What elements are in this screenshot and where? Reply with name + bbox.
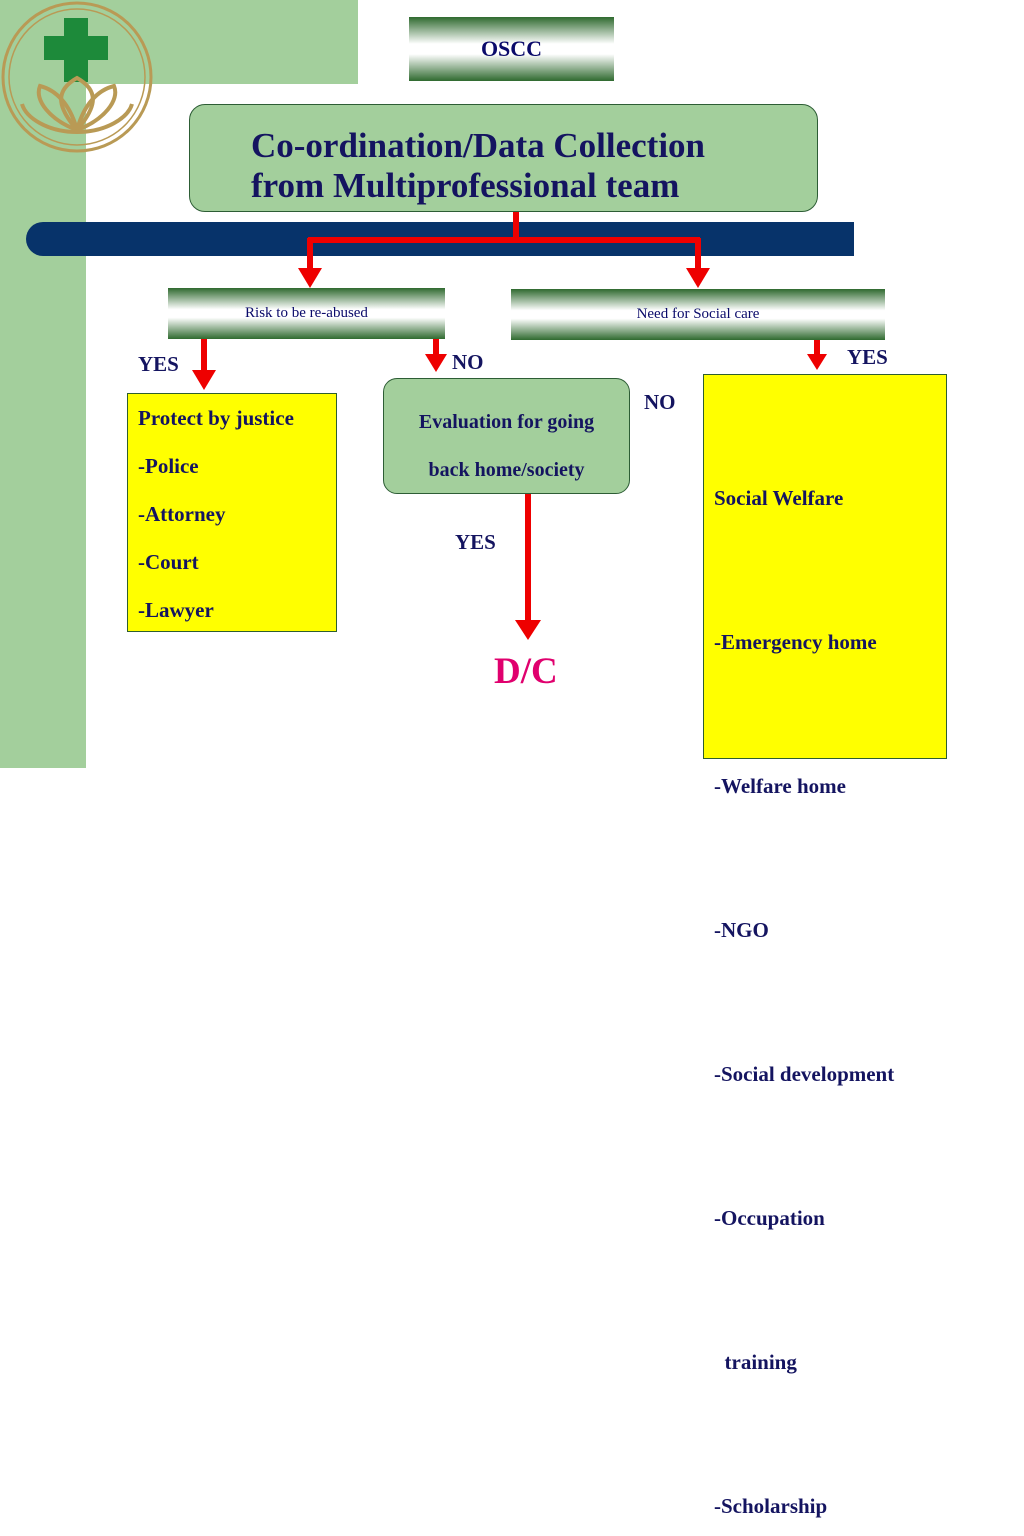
welfare-item-welfare-home: -Welfare home xyxy=(714,774,846,798)
arrow-head-need xyxy=(686,268,710,288)
need-box: Need for Social care xyxy=(511,289,885,340)
justice-item-court: -Court xyxy=(138,550,199,574)
welfare-box xyxy=(703,374,947,759)
evaluation-line-2: back home/society xyxy=(428,459,585,481)
yes-left-label: YES xyxy=(138,352,179,376)
arrow-head-dc xyxy=(515,620,541,640)
justice-box xyxy=(127,393,337,632)
coordination-line-1: Co-ordination/Data Collection xyxy=(251,126,706,165)
welfare-item-training: training xyxy=(714,1350,797,1374)
cross-icon xyxy=(44,18,108,82)
discharge-outcome: D/C xyxy=(494,651,558,692)
need-label: Need for Social care xyxy=(636,306,760,322)
welfare-title: Social Welfare xyxy=(714,486,844,510)
no-right-label: NO xyxy=(644,390,676,414)
flow-arrows xyxy=(192,212,827,640)
arrow-head-yes-right xyxy=(807,354,827,370)
coordination-text: Co-ordination/Data Collection from Multi… xyxy=(251,126,811,206)
welfare-item-emergency-home: -Emergency home xyxy=(714,630,877,654)
evaluation-box xyxy=(383,378,630,494)
logo-emblem xyxy=(1,1,153,153)
welfare-item-scholarship: -Scholarship xyxy=(714,1494,828,1518)
justice-title: Protect by justice xyxy=(138,406,294,430)
arrow-head-no-mid xyxy=(425,354,447,372)
welfare-item-ngo: -NGO xyxy=(714,918,769,942)
yes-right-label: YES xyxy=(847,345,888,369)
no-mid-label: NO xyxy=(452,350,484,374)
justice-item-police: -Police xyxy=(138,454,199,478)
justice-item-attorney: -Attorney xyxy=(138,502,226,526)
oscc-title: OSCC xyxy=(480,36,543,61)
justice-item-lawyer: -Lawyer xyxy=(138,598,214,622)
welfare-item-occupation: -Occupation xyxy=(714,1206,825,1230)
welfare-item-social-development: -Social development xyxy=(714,1062,895,1086)
evaluation-line-1: Evaluation for going xyxy=(418,411,595,433)
coordination-box xyxy=(189,104,818,212)
justice-list: Protect by justice -Police -Attorney -Co… xyxy=(138,394,294,634)
welfare-list: Social Welfare -Emergency home -Welfare … xyxy=(714,378,894,1536)
risk-label: Risk to be re-abused xyxy=(245,305,368,321)
yes-eval-label: YES xyxy=(455,530,496,554)
lotus-icon xyxy=(20,75,134,134)
oscc-title-box: OSCC xyxy=(409,17,614,81)
risk-box: Risk to be re-abused xyxy=(168,288,445,339)
coordination-line-2: from Multiprofessional team xyxy=(251,166,680,205)
evaluation-text: Evaluation for going back home/society xyxy=(383,398,630,494)
arrow-head-risk xyxy=(298,268,322,288)
arrow-head-yes-left xyxy=(192,370,216,390)
